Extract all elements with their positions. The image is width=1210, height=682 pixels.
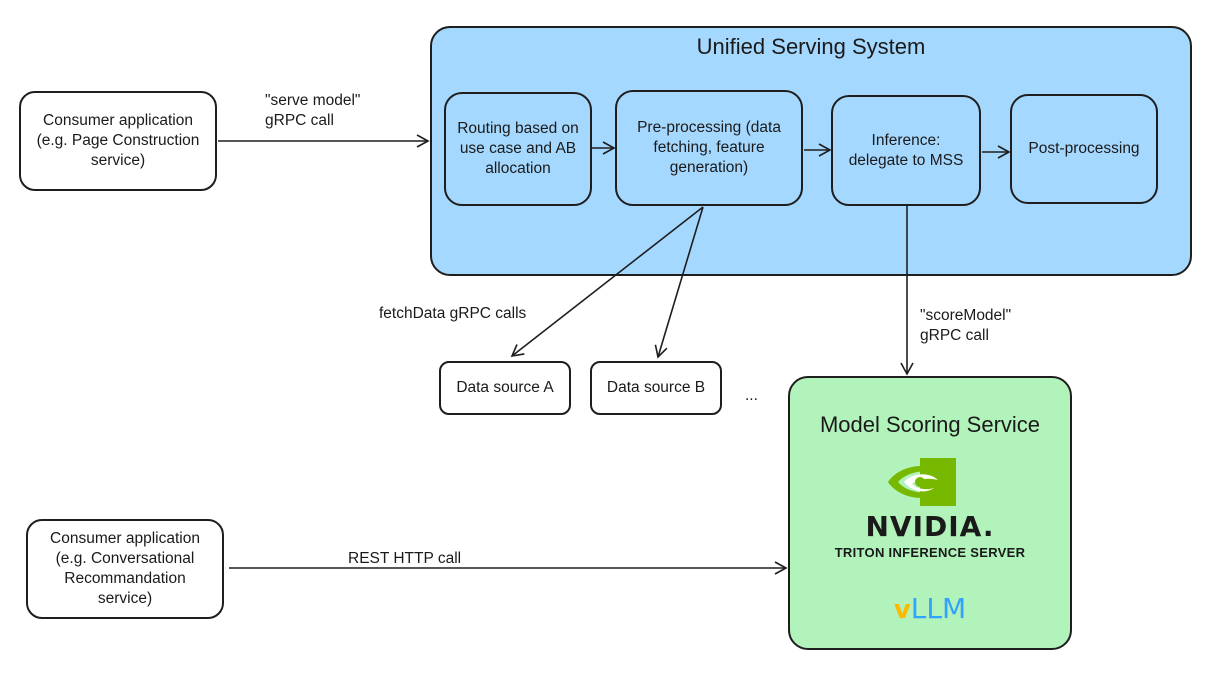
nvidia-wordmark: NVIDIA. xyxy=(865,510,995,543)
consumer-top-label: Consumer application (e.g. Page Construc… xyxy=(36,112,200,169)
uss-title: Unified Serving System xyxy=(696,34,926,59)
model-scoring-service: Model Scoring Service NVIDIA. TRITON INF… xyxy=(788,376,1072,650)
mss-title: Model Scoring Service xyxy=(819,412,1041,437)
routing-step-label: Routing based on use case and AB allocat… xyxy=(457,120,579,177)
vllm-text: LLM xyxy=(910,592,967,625)
routing-step: Routing based on use case and AB allocat… xyxy=(444,92,592,206)
data-sources-ellipsis: ... xyxy=(745,387,758,404)
inference-step: Inference: delegate to MSS xyxy=(831,95,981,206)
data-source-a: Data source A xyxy=(439,361,571,415)
vllm-v: v xyxy=(893,595,911,625)
triton-label: TRITON INFERENCE SERVER xyxy=(834,545,1026,560)
rest-call-label: REST HTTP call xyxy=(348,550,462,567)
data-source-b: Data source B xyxy=(590,361,722,415)
postprocessing-step: Post-processing xyxy=(1010,94,1158,204)
preprocessing-step-label: Pre-processing (data fetching, feature g… xyxy=(637,119,781,176)
fetch-data-label: fetchData gRPC calls xyxy=(379,305,527,322)
consumer-app-page-construction: Consumer application (e.g. Page Construc… xyxy=(19,91,217,191)
serve-model-label: "serve model" gRPC call xyxy=(265,92,361,129)
consumer-app-conversational: Consumer application (e.g. Conversationa… xyxy=(26,519,224,619)
score-model-label: "scoreModel" gRPC call xyxy=(920,307,1012,344)
vllm-logo: vLLM xyxy=(790,592,1070,625)
preprocessing-step: Pre-processing (data fetching, feature g… xyxy=(615,90,803,206)
nvidia-eye-logo xyxy=(888,458,956,506)
postprocessing-step-label: Post-processing xyxy=(1028,140,1140,157)
consumer-bottom-label: Consumer application (e.g. Conversationa… xyxy=(50,530,200,607)
data-source-b-label: Data source B xyxy=(606,379,706,396)
inference-step-label: Inference: delegate to MSS xyxy=(848,131,964,169)
data-source-a-label: Data source A xyxy=(456,379,554,396)
